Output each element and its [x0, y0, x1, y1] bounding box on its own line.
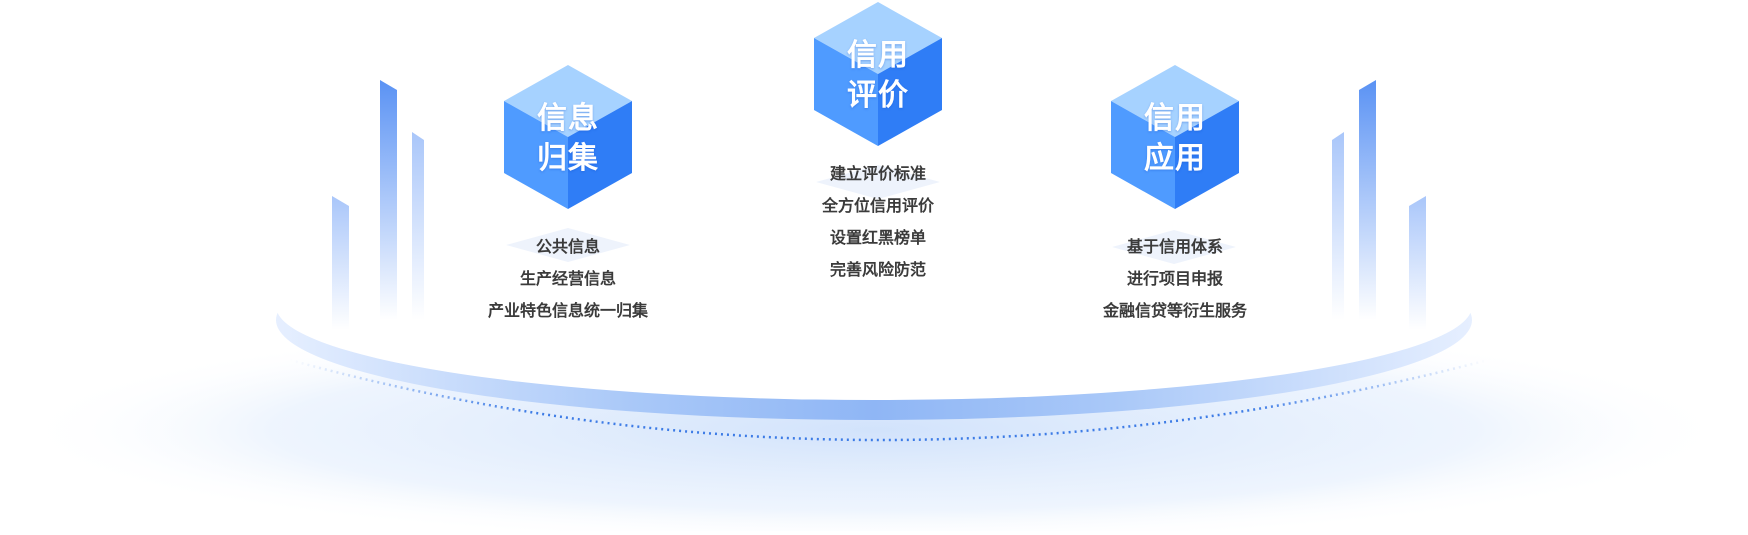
hexagon-cube-icon: 信用 应用 — [1105, 63, 1245, 213]
item-list: 公共信息 生产经营信息 产业特色信息统一归集 — [448, 231, 688, 327]
list-item: 生产经营信息 — [519, 269, 616, 288]
hexagon-cube-icon: 信息 归集 — [498, 63, 638, 213]
list-item: 进行项目申报 — [1126, 269, 1223, 288]
card-credit-application: 信用 应用 基于信用体系 进行项目申报 金融信贷等衍生服务 — [1055, 63, 1295, 327]
list-item: 全方位信用评价 — [821, 196, 934, 215]
list-item: 设置红黑榜单 — [829, 228, 926, 247]
list-item: 基于信用体系 — [1126, 237, 1223, 256]
cube-title: 信用 应用 — [1144, 101, 1206, 176]
list-item: 产业特色信息统一归集 — [487, 301, 648, 320]
list-item: 建立评价标准 — [829, 164, 926, 183]
cube-title: 信息 归集 — [537, 101, 599, 176]
card-information-collection: 信息 归集 公共信息 生产经营信息 产业特色信息统一归集 — [448, 63, 688, 327]
cube-title: 信用 评价 — [847, 38, 909, 113]
list-item: 金融信贷等衍生服务 — [1102, 301, 1247, 320]
list-item: 完善风险防范 — [829, 260, 926, 279]
item-list: 基于信用体系 进行项目申报 金融信贷等衍生服务 — [1055, 231, 1295, 327]
item-list: 建立评价标准 全方位信用评价 设置红黑榜单 完善风险防范 — [758, 158, 998, 286]
card-credit-evaluation: 信用 评价 建立评价标准 全方位信用评价 设置红黑榜单 完善风险防范 — [758, 0, 998, 286]
list-item: 公共信息 — [535, 237, 600, 256]
hexagon-cube-icon: 信用 评价 — [808, 0, 948, 150]
